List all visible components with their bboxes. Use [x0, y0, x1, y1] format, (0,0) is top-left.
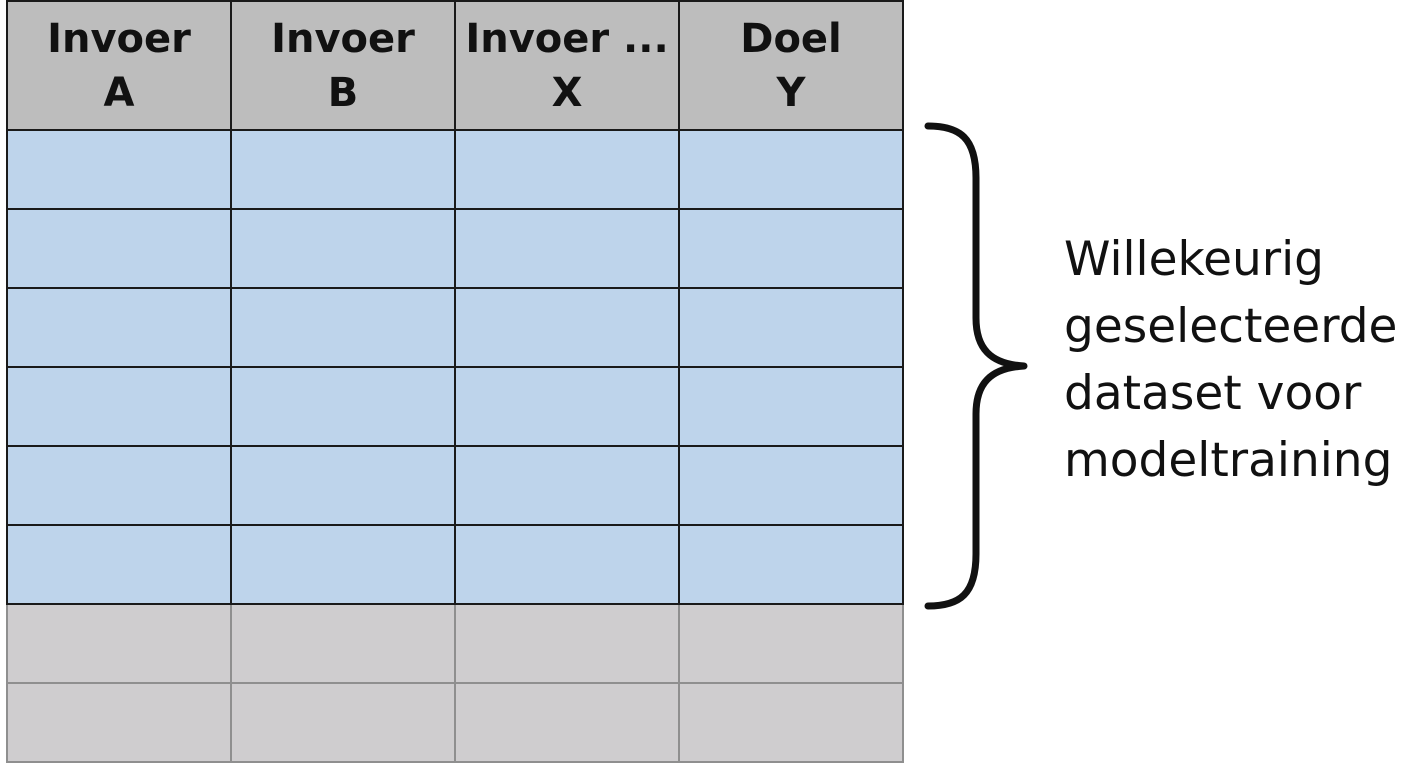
selected-cell — [678, 287, 904, 368]
column-header-line: Invoer — [47, 15, 191, 62]
selected-cell — [454, 366, 680, 447]
column-header-line: B — [327, 69, 359, 116]
annotation-line-3: dataset voor — [1064, 366, 1362, 421]
remaining-cell — [6, 603, 232, 684]
selected-cell — [454, 208, 680, 289]
selected-cell — [678, 129, 904, 210]
selected-cell — [6, 208, 232, 289]
selected-cell — [6, 129, 232, 210]
selected-cell — [678, 208, 904, 289]
dataset-table: Invoer A Invoer B Invoer ... X Doel Y — [6, 0, 904, 763]
annotation-line-1: Willekeurig — [1064, 232, 1324, 287]
selected-row — [6, 287, 904, 368]
remaining-cell — [454, 603, 680, 684]
selected-cell — [230, 524, 456, 605]
selected-cell — [678, 524, 904, 605]
remaining-row — [6, 603, 904, 684]
selected-cell — [454, 445, 680, 526]
column-header-input-a: Invoer A — [6, 0, 232, 131]
column-header-line: Invoer ... — [465, 15, 669, 62]
selected-cell — [678, 445, 904, 526]
selected-row — [6, 208, 904, 289]
remaining-cell — [6, 682, 232, 763]
selected-cell — [454, 129, 680, 210]
remaining-cell — [454, 682, 680, 763]
column-header-line: X — [551, 69, 583, 116]
remaining-cell — [230, 603, 456, 684]
selected-cell — [454, 287, 680, 368]
curly-brace-icon — [924, 122, 1028, 610]
selected-cell — [6, 287, 232, 368]
selected-cell — [230, 366, 456, 447]
curly-brace-path — [924, 122, 1028, 610]
column-header-line: Invoer — [271, 15, 415, 62]
column-header-target-y: Doel Y — [678, 0, 904, 131]
remaining-cell — [678, 603, 904, 684]
selected-cell — [6, 366, 232, 447]
selected-cell — [230, 129, 456, 210]
column-header-line: Doel — [740, 15, 842, 62]
selected-row — [6, 366, 904, 447]
column-header-line: A — [103, 69, 135, 116]
selected-cell — [678, 366, 904, 447]
selected-cell — [230, 445, 456, 526]
selected-cell — [230, 208, 456, 289]
remaining-cell — [678, 682, 904, 763]
remaining-row — [6, 682, 904, 763]
selected-cell — [230, 287, 456, 368]
table-body — [6, 129, 904, 763]
column-header-input-x: Invoer ... X — [454, 0, 680, 131]
annotation-line-4: modeltraining — [1064, 433, 1393, 488]
remaining-cell — [230, 682, 456, 763]
selection-annotation: Willekeurig geselecteerde dataset voor m… — [1064, 226, 1404, 494]
selected-row — [6, 524, 904, 605]
selected-row — [6, 129, 904, 210]
header-row: Invoer A Invoer B Invoer ... X Doel Y — [6, 0, 904, 131]
selected-row — [6, 445, 904, 526]
selected-cell — [6, 445, 232, 526]
column-header-line: Y — [776, 69, 806, 116]
column-header-input-b: Invoer B — [230, 0, 456, 131]
selected-cell — [6, 524, 232, 605]
selected-cell — [454, 524, 680, 605]
annotation-line-2: geselecteerde — [1064, 299, 1398, 354]
